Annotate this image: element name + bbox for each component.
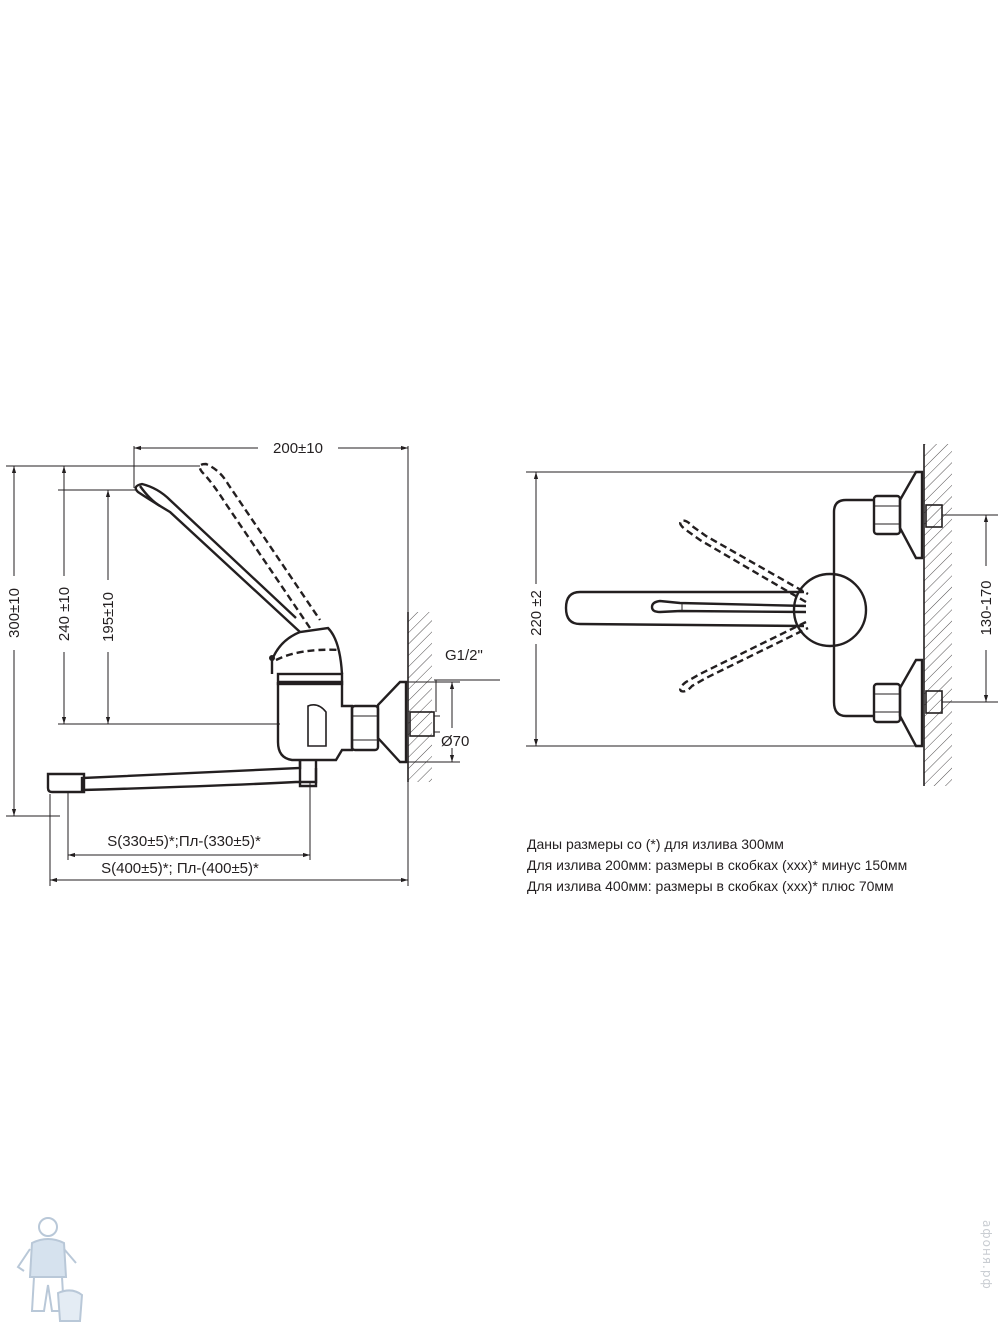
notes-block: Даны размеры со (*) для излива 300мм Для… <box>527 834 907 897</box>
top-lever-upper-dashed <box>678 519 809 604</box>
dim-mid-height: 240 ±10 <box>56 587 73 641</box>
top-body <box>832 498 874 718</box>
dim-top-width: 200±10 <box>273 440 323 457</box>
note-line: Даны размеры со (*) для излива 300мм <box>527 836 784 852</box>
note-line: Для излива 400мм: размеры в скобках (xxx… <box>527 878 894 894</box>
plumber-logo-icon <box>16 1217 84 1322</box>
thread-label: G1/2" <box>445 647 483 664</box>
side-view: 200±10 300±10 240 ±10 195±10 G1/2" Ø70 <box>6 440 500 886</box>
side-flange <box>376 680 408 764</box>
side-lever-solid <box>134 482 301 633</box>
top-wall-hatch <box>924 444 952 786</box>
flange-diameter-label: Ø70 <box>441 733 469 750</box>
top-lever-center <box>650 599 807 614</box>
top-lever-lower-dashed <box>678 620 809 693</box>
side-spout-tip <box>46 772 86 794</box>
side-lever-dashed <box>198 462 321 629</box>
dim-spout-short: S(330±5)*;Пл-(330±5)* <box>107 833 261 850</box>
side-body <box>276 680 354 788</box>
side-lever-cap <box>270 626 344 675</box>
dim-inner-height: 195±10 <box>100 592 117 642</box>
dim-top-height: 220 ±2 <box>528 590 545 636</box>
top-spout <box>564 590 805 628</box>
top-view: 220 ±2 130-170 <box>526 444 998 786</box>
side-nut <box>350 704 380 752</box>
top-cartridge <box>792 572 868 648</box>
note-line: Для излива 200мм: размеры в скобках (xxx… <box>527 857 908 873</box>
dim-total-height: 300±10 <box>6 588 23 638</box>
watermark: афоня.рф <box>980 1220 994 1290</box>
dim-centers: 130-170 <box>978 580 995 635</box>
dim-spout-long: S(400±5)*; Пл-(400±5)* <box>101 860 259 877</box>
side-wall-hatch <box>408 612 432 782</box>
side-spout <box>80 760 318 792</box>
